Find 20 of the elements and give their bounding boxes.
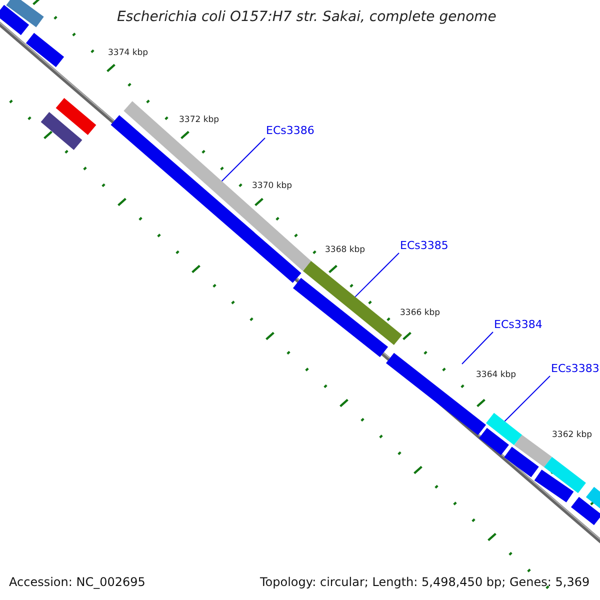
info-text: Accession: NC_002695: [9, 576, 146, 588]
scale-label: 3362 kbp: [552, 431, 592, 440]
gene-label: ECs3386: [266, 125, 314, 136]
scale-label: 3374 kbp: [108, 49, 148, 58]
leader-line: [462, 332, 494, 364]
scale-label: 3368 kbp: [325, 246, 366, 254]
gene-segment: [486, 412, 522, 446]
scale-label: 3366 kbp: [400, 309, 440, 318]
info-text: Topology: circular; Length: 5,498,450 bp; Genes: 5,369: [260, 576, 590, 588]
gene-segment: [302, 260, 402, 346]
leader-line: [354, 252, 400, 298]
title: Escherichia coli O157:H7 str. Sakai, complete genome: [117, 10, 496, 24]
gene-label: ECs3384: [494, 319, 542, 330]
scale-label: 3370 kbp: [252, 182, 292, 190]
gene-label: ECs3383: [551, 363, 600, 374]
scale-label: 3372 kbp: [179, 116, 220, 124]
leader-line: [504, 376, 550, 422]
scale-label: 3364 kbp: [476, 371, 516, 380]
gene-label: ECs3385: [400, 240, 448, 251]
leader-line: [221, 138, 266, 182]
